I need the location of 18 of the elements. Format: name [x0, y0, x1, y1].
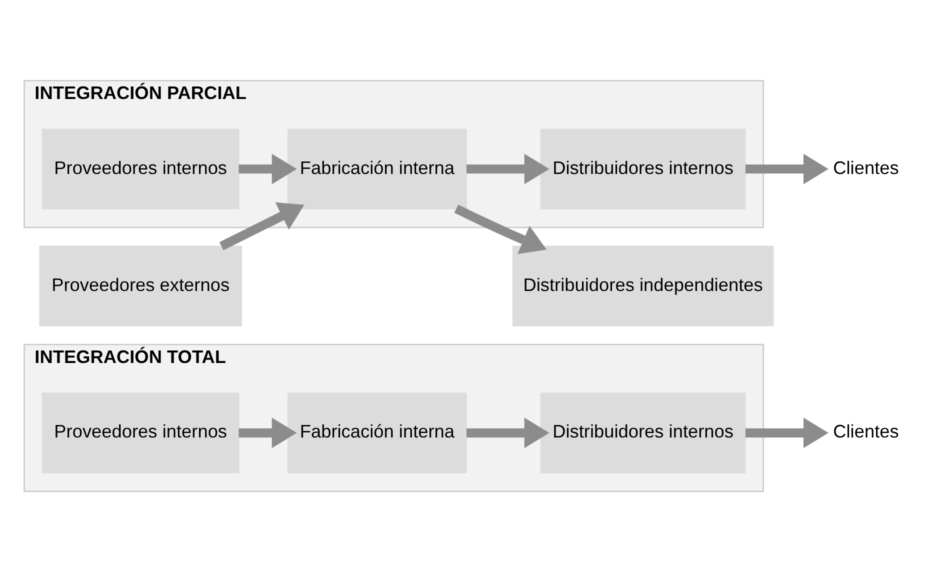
arrow	[746, 417, 828, 448]
node-box: Fabricación interna	[288, 128, 467, 209]
arrow	[466, 417, 550, 448]
node-text: Clientes	[833, 157, 899, 178]
arrow	[219, 202, 304, 250]
arrow	[238, 153, 297, 184]
node-box: Distribuidores independientes	[512, 245, 774, 326]
node-text: Clientes	[833, 421, 899, 442]
arrow	[466, 153, 550, 184]
node-box: Distribuidores internos	[540, 392, 746, 473]
node-box: Proveedores internos	[42, 128, 240, 209]
node-box: Distribuidores internos	[540, 128, 746, 209]
node-box: Proveedores internos	[42, 392, 240, 473]
node-box: Proveedores externos	[39, 245, 242, 326]
node-box: Fabricación interna	[288, 392, 467, 473]
arrow	[746, 153, 828, 184]
arrow	[454, 204, 547, 254]
arrow	[238, 417, 297, 448]
